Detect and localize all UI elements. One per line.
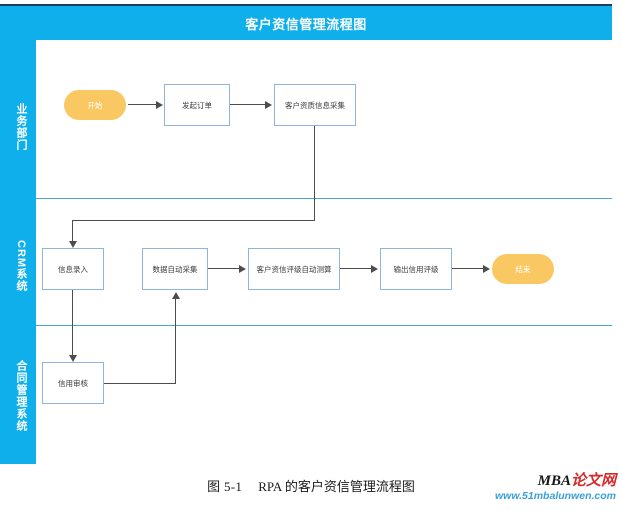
arrowhead-review-to-auto-collect: [172, 292, 180, 299]
node-credit-review-label: 信用审核: [58, 378, 88, 388]
arrowhead-create-order-to-collect: [265, 101, 272, 109]
node-end-label: 结束: [515, 264, 531, 274]
flowchart-frame: 客户资信管理流程图 业务部门 CRM系统 合同管理系统 开始 发起订单 客户资: [0, 4, 612, 464]
node-credit-review[interactable]: 信用审核: [42, 362, 104, 404]
connector-review-up: [175, 298, 177, 383]
swimlane-divider-1: [36, 198, 612, 199]
figure-caption-text: RPA 的客户资信管理流程图: [258, 479, 415, 494]
arrowhead-start-to-create-order: [156, 101, 163, 109]
swimlane-label-business: 业务部门: [6, 62, 36, 192]
node-output-rating[interactable]: 输出信用评级: [380, 248, 452, 290]
node-auto-rating-label: 客户资信评级自动测算: [256, 264, 332, 274]
node-info-entry[interactable]: 信息录入: [42, 248, 104, 290]
connector-rating-to-output: [340, 268, 372, 270]
watermark-url: www.51mbalunwen.com: [495, 489, 616, 502]
watermark: MBA论文网 www.51mbalunwen.com: [495, 473, 616, 502]
node-auto-collect[interactable]: 数据自动采集: [142, 248, 208, 290]
connector-collect-left: [72, 220, 315, 222]
node-start-label: 开始: [87, 100, 103, 110]
swimlane-divider-2: [36, 325, 612, 326]
connector-output-to-end: [452, 268, 484, 270]
node-collect-qualification[interactable]: 客户资质信息采集: [274, 84, 356, 126]
watermark-brand-latin: MBA: [537, 473, 571, 489]
arrowhead-output-to-end: [483, 265, 490, 273]
swimlane-label-crm: CRM系统: [6, 206, 36, 326]
connector-review-right: [104, 383, 176, 385]
figure-caption-number: 图 5-1: [207, 479, 243, 494]
node-end[interactable]: 结束: [492, 254, 554, 284]
node-auto-rating[interactable]: 客户资信评级自动测算: [248, 248, 340, 290]
swimlane-label-crm-text: CRM系统: [15, 239, 27, 293]
watermark-brand: MBA论文网: [495, 473, 616, 490]
node-create-order[interactable]: 发起订单: [164, 84, 230, 126]
arrowhead-info-entry-to-review: [69, 355, 77, 362]
connector-auto-collect-to-rating: [208, 268, 240, 270]
flowchart-title: 客户资信管理流程图: [245, 16, 367, 32]
node-info-entry-label: 信息录入: [58, 264, 88, 274]
node-create-order-label: 发起订单: [182, 100, 212, 110]
connector-start-to-create-order: [128, 104, 157, 106]
flowchart-title-bar: 客户资信管理流程图: [0, 6, 612, 40]
watermark-brand-cn: 论文网: [570, 473, 616, 489]
connector-collect-to-info-entry: [72, 220, 74, 244]
figure-caption: 图 5-1 RPA 的客户资信管理流程图: [0, 476, 622, 495]
swimlane-label-contract: 合同管理系统: [6, 336, 36, 456]
arrowhead-auto-collect-to-rating: [239, 265, 246, 273]
connector-create-order-to-collect: [230, 104, 266, 106]
arrowhead-rating-to-output: [371, 265, 378, 273]
node-auto-collect-label: 数据自动采集: [152, 264, 198, 274]
swimlane-label-contract-text: 合同管理系统: [15, 360, 27, 432]
flowchart-figure: 客户资信管理流程图 业务部门 CRM系统 合同管理系统 开始 发起订单 客户资: [0, 4, 622, 469]
connector-collect-down: [314, 126, 316, 221]
node-output-rating-label: 输出信用评级: [393, 264, 439, 274]
swimlane-label-business-text: 业务部门: [15, 103, 27, 151]
node-start[interactable]: 开始: [64, 90, 126, 120]
flowchart-canvas: 开始 发起订单 客户资质信息采集 信息录入: [36, 40, 612, 464]
arrowhead-collect-to-info-entry: [69, 241, 77, 248]
connector-info-entry-to-review: [72, 290, 74, 358]
node-collect-qualification-label: 客户资质信息采集: [285, 100, 345, 110]
